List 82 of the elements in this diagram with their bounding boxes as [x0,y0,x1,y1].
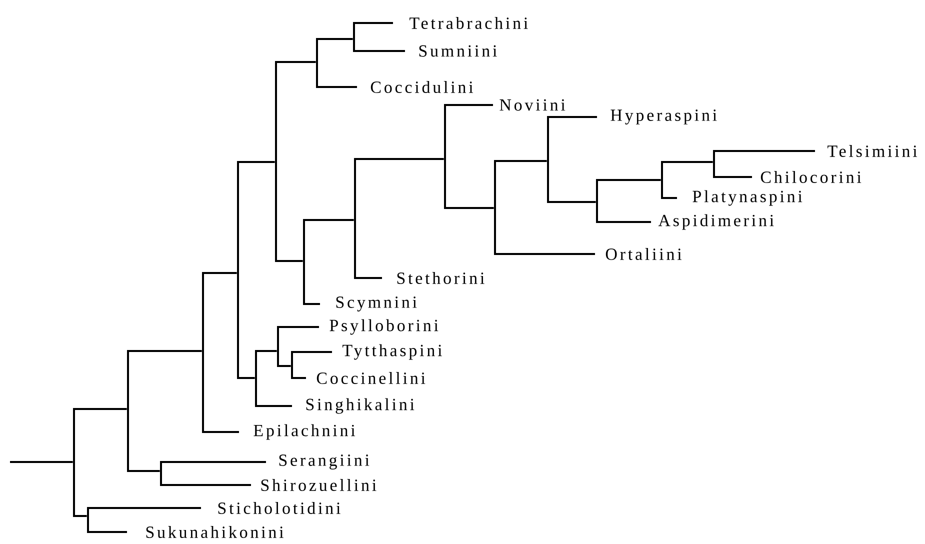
branch-line [596,179,598,223]
branch-line [303,219,305,305]
branch-line [355,277,382,279]
branch-line [445,104,493,106]
branch-line [304,219,354,221]
branch-line [597,221,651,223]
branch-line [355,158,444,160]
branch-line [661,161,663,199]
taxon-label: Singhikalini [306,398,414,414]
branch-line [495,253,595,255]
branch-line [160,461,162,486]
taxon-label: Hyperaspini [610,110,717,124]
taxon-label: Epilachnini [254,424,356,440]
root-branch [10,461,73,463]
branch-line [495,160,547,162]
branch-line [203,272,237,274]
branch-line [256,350,277,352]
branch-line [275,61,277,262]
branch-line [74,515,87,517]
branch-line [353,22,355,52]
taxon-label: Sumniini [419,45,497,57]
taxon-label: Tytthaspini [342,344,442,360]
branch-line [713,150,715,178]
branch-line [161,461,266,463]
taxon-label: Tetrabrachini [410,17,528,29]
taxon-label: Scymnini [336,296,417,312]
taxon-label: Sukunahikonini [146,526,284,538]
branch-line [277,326,279,367]
branch-line [87,507,89,533]
branch-line [597,179,661,181]
branch-line [128,350,202,352]
branch-line [317,38,353,40]
branch-line [276,260,303,262]
branch-line [255,350,257,407]
branch-line [278,365,291,367]
branch-line [203,431,239,433]
branch-line [88,531,127,533]
branch-line [238,161,275,163]
branch-line [202,272,204,433]
branch-line [127,350,129,472]
branch-line [88,507,201,509]
branch-line [662,161,713,163]
taxon-label: Psylloborini [330,319,438,335]
branch-line [73,408,75,517]
taxon-label: Stethorini [397,272,484,284]
branch-line [304,303,320,305]
taxon-label: Coccinellini [316,372,426,384]
branch-line [238,377,255,379]
branch-line [714,150,815,152]
branch-line [444,104,446,209]
branch-line [662,197,677,199]
branch-line [547,116,549,203]
taxon-label: Serangiini [279,454,370,470]
taxon-label: Chilocorini [760,171,862,183]
branch-line [128,470,160,472]
branch-line [354,50,405,52]
branch-line [494,160,496,255]
branch-line [714,176,752,178]
branch-line [237,161,239,379]
branch-line [74,408,127,410]
branch-line [354,22,393,24]
taxon-label: Ortaliini [606,248,682,260]
taxon-label: Coccidulini [370,81,473,93]
branch-line [317,86,357,88]
branch-line [291,351,293,379]
taxon-label: Noviini [500,99,566,111]
taxon-label: Platynaspini [692,190,802,206]
branch-line [316,38,318,88]
branch-line [256,405,292,407]
branch-line [276,61,316,63]
branch-line [292,351,332,353]
branch-line [445,207,494,209]
taxon-label: Shirozuellini [261,479,376,491]
taxon-label: Telsimiini [828,145,918,157]
branch-line [354,158,356,279]
branch-line [548,201,596,203]
taxon-label: Aspidimerini [658,214,774,230]
branch-line [278,326,319,328]
taxon-label: Sticholotidini [218,502,340,514]
branch-line [292,377,306,379]
branch-line [548,116,597,118]
branch-line [161,484,251,486]
